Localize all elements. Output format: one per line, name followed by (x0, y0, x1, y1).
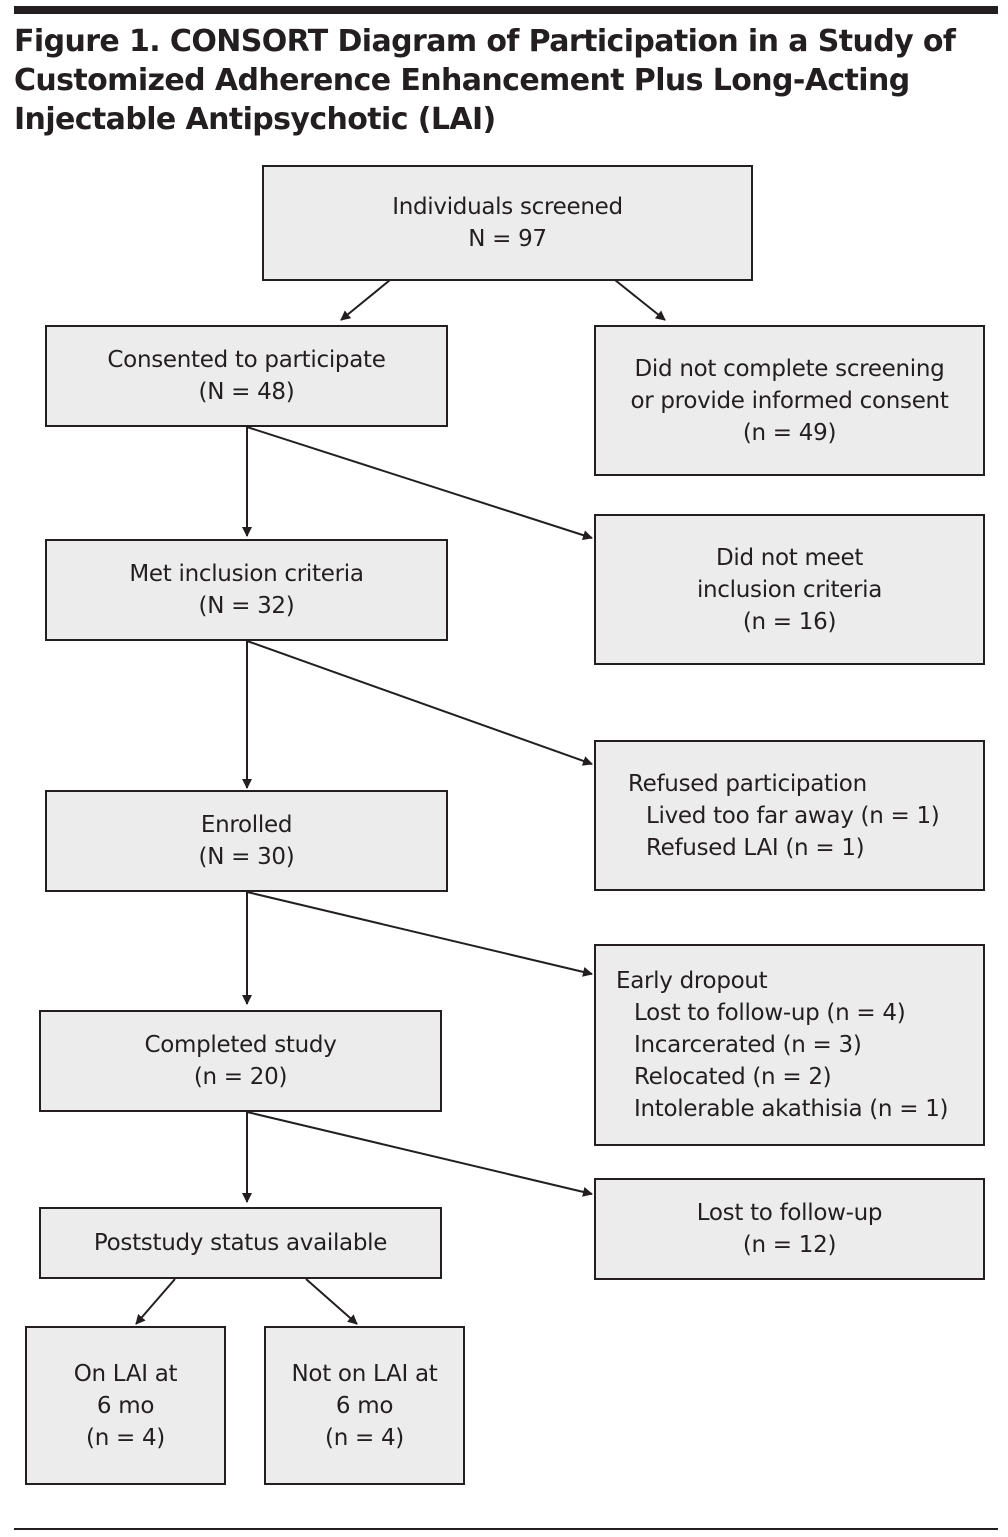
box-heading: Early dropout (616, 968, 768, 994)
box-heading: Refused participation (628, 770, 867, 797)
box-text-line: Consented to participate (107, 347, 386, 373)
box-poststudy-status: Poststudy status available (39, 1207, 442, 1279)
box-not-met-inclusion: Did not meet inclusion criteria (n = 16) (594, 514, 985, 665)
box-text-line: (N = 30) (198, 844, 295, 870)
box-text-line: Not on LAI at (291, 1360, 438, 1387)
box-text-line: (N = 32) (198, 593, 295, 619)
box-lost-to-follow-up: Lost to follow-up (n = 12) (594, 1178, 985, 1280)
box-consented: Consented to participate (N = 48) (45, 325, 448, 427)
box-text-line: On LAI at (73, 1360, 178, 1387)
box-on-lai: On LAI at 6 mo (n = 4) (25, 1326, 226, 1485)
box-list-item: Relocated (n = 2) (634, 1064, 832, 1090)
arrow-screened-to-not-screened (614, 279, 666, 321)
box-completed-study: Completed study (n = 20) (39, 1010, 442, 1112)
box-text-line: (n = 49) (742, 419, 837, 446)
box-text-line: Met inclusion criteria (129, 561, 364, 587)
box-text-line: (n = 4) (325, 1424, 404, 1451)
box-list-item: Refused LAI (n = 1) (646, 834, 865, 861)
box-enrolled: Enrolled (N = 30) (45, 790, 448, 892)
box-individuals-screened: Individuals screened N = 97 (262, 165, 753, 281)
arrow-enrolled-to-dropout (246, 891, 593, 977)
box-text-line: Poststudy status available (93, 1230, 388, 1256)
box-text-line: 6 mo (335, 1392, 394, 1419)
box-text-line: (n = 4) (86, 1424, 165, 1451)
box-text-line: Individuals screened (392, 194, 623, 220)
box-list-item: Intolerable akathisia (n = 1) (634, 1096, 949, 1122)
box-list-item: Incarcerated (n = 3) (634, 1032, 862, 1058)
arrow-poststudy-to-not-on-lai (305, 1278, 358, 1325)
box-not-screened: Did not complete screening or provide in… (594, 325, 985, 476)
box-met-inclusion: Met inclusion criteria (N = 32) (45, 539, 448, 641)
arrow-poststudy-to-on-lai (135, 1278, 176, 1325)
box-text-line: Enrolled (200, 812, 293, 838)
top-rule (14, 6, 998, 14)
box-early-dropout: Early dropout Lost to follow-up (n = 4) … (594, 944, 985, 1146)
box-text-line: Lost to follow-up (696, 1200, 883, 1226)
box-list-item: Lost to follow-up (n = 4) (634, 1000, 906, 1026)
box-text-line: or provide informed consent (630, 387, 949, 414)
box-text-line: (n = 20) (193, 1064, 288, 1090)
arrow-consented-to-not-met (246, 426, 593, 541)
box-text-line: Did not complete screening (634, 355, 945, 382)
box-text-line: Did not meet (715, 544, 864, 571)
arrow-screened-to-consented (340, 279, 391, 321)
box-refused-participation: Refused participation Lived too far away… (594, 740, 985, 891)
box-text-line: inclusion criteria (696, 576, 883, 603)
box-text-line: (N = 48) (198, 379, 295, 405)
box-text-line: N = 97 (468, 226, 547, 252)
box-text-line: Completed study (144, 1032, 337, 1058)
box-not-on-lai: Not on LAI at 6 mo (n = 4) (264, 1326, 465, 1485)
box-list-item: Lived too far away (n = 1) (646, 802, 940, 829)
box-text-line: 6 mo (96, 1392, 155, 1419)
box-text-line: (n = 16) (742, 608, 837, 635)
box-text-line: (n = 12) (742, 1232, 837, 1258)
bottom-rule (14, 1528, 998, 1530)
arrow-completed-to-lost (246, 1111, 593, 1197)
figure-title: Figure 1. CONSORT Diagram of Participati… (14, 24, 956, 137)
arrow-met-to-refused (246, 640, 593, 766)
